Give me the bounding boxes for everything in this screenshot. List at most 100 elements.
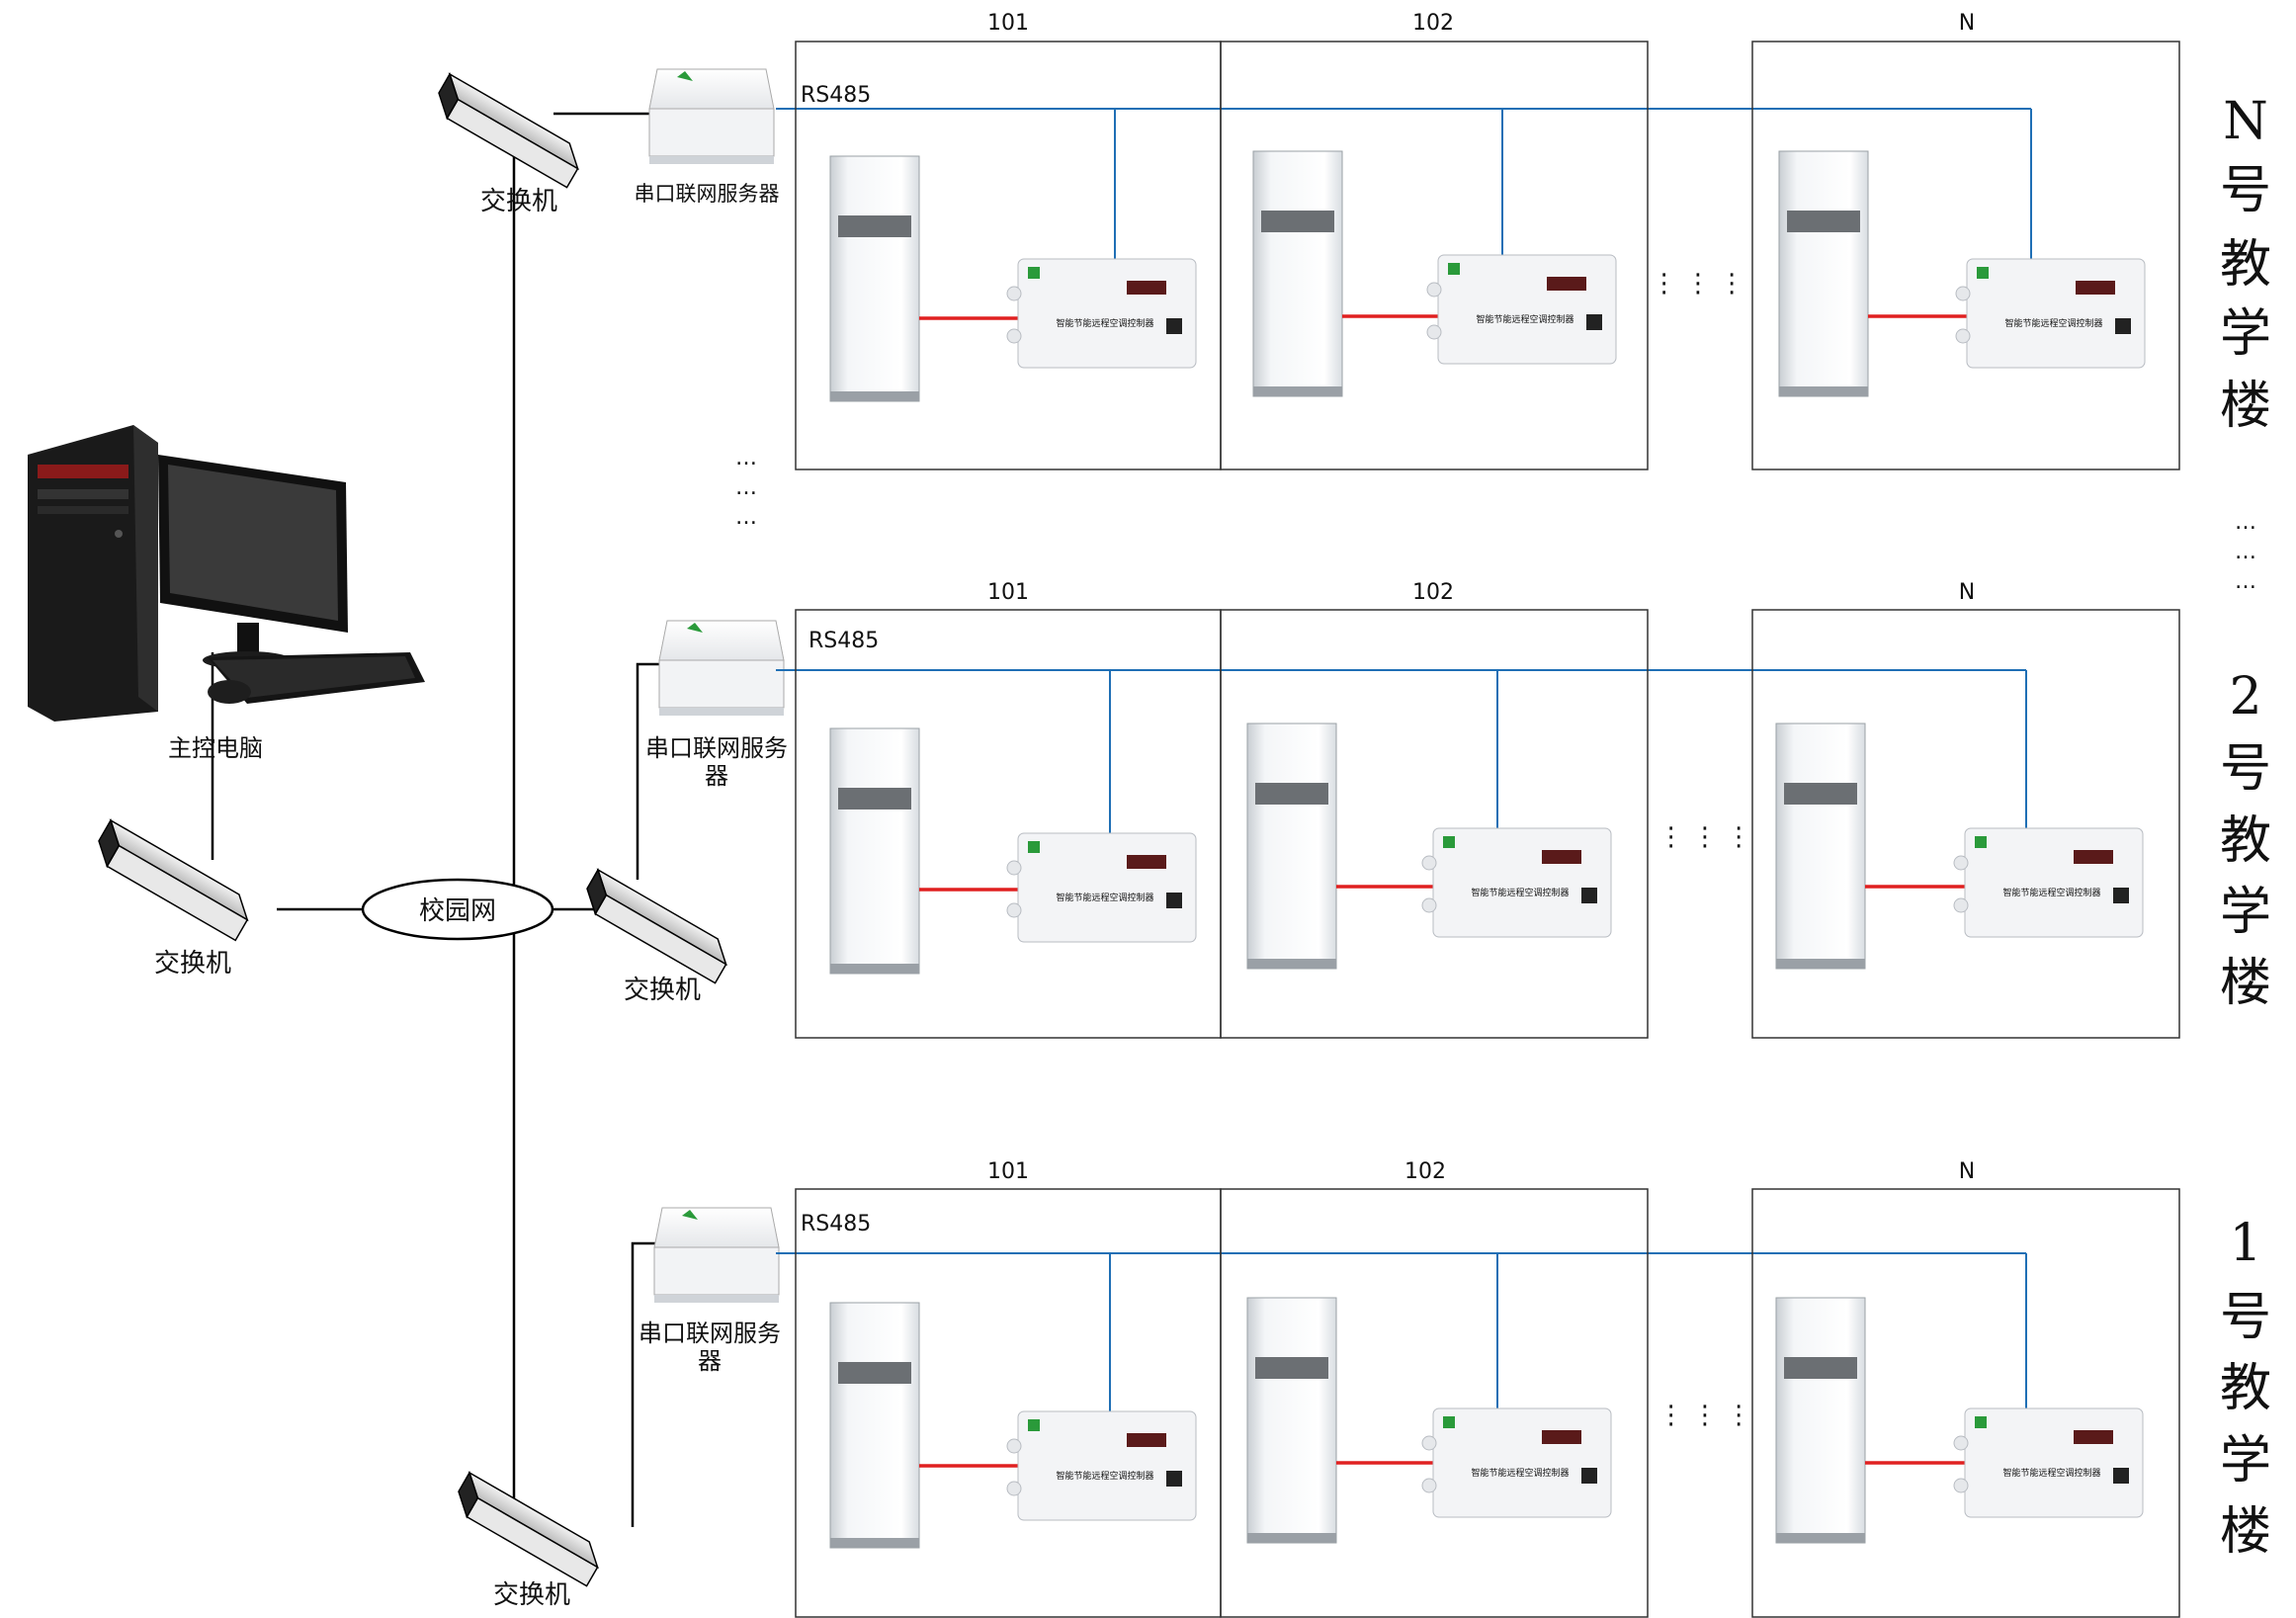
room-frame <box>1751 41 2180 470</box>
room-label: 102 <box>1404 1159 1446 1184</box>
svg-text:学: 学 <box>2220 1431 2271 1490</box>
keyboard-icon <box>208 652 425 704</box>
rs485-bus-1 <box>776 1252 2027 1411</box>
room-gap-dots: ⋮ ⋮ ⋮ <box>1658 822 1752 852</box>
ac-controller-icon: 智能节能远程空调控制器 <box>1955 258 2146 369</box>
room-frame <box>1751 1188 2180 1618</box>
serial-server-icon <box>648 68 775 164</box>
air-conditioner-icon <box>829 155 920 402</box>
switch-icon <box>586 868 727 984</box>
ac-controller-icon: 智能节能远程空调控制器 <box>1953 827 2144 938</box>
serial-server-n[interactable] <box>648 68 775 164</box>
svg-text:智能节能远程空调控制器: 智能节能远程空调控制器 <box>1056 1470 1153 1482</box>
building-1: 串口联网服务 器 RS485 101 102 N 智能节能远程空调控制 <box>638 1159 2271 1618</box>
switch-top[interactable] <box>430 72 587 189</box>
room-frame <box>1751 609 2180 1039</box>
serial-server-n-label: 串口联网服务器 <box>635 182 780 206</box>
monitor-icon <box>158 455 348 669</box>
room-frame <box>1220 609 1649 1039</box>
svg-text:1: 1 <box>2229 1214 2261 1273</box>
svg-text:学: 学 <box>2220 883 2271 942</box>
switch-middle[interactable] <box>578 868 735 984</box>
svg-text:楼: 楼 <box>2220 954 2271 1013</box>
campus-network-ellipse <box>361 878 554 941</box>
ac-controller-icon: 智能节能远程空调控制器 <box>1421 1407 1612 1518</box>
svg-text:智能节能远程空调控制器: 智能节能远程空调控制器 <box>2002 1467 2100 1479</box>
ac-controller-icon: 智能节能远程空调控制器 <box>1421 827 1612 938</box>
room-gap-dots: ⋮ ⋮ ⋮ <box>1658 1401 1752 1430</box>
svg-text:教: 教 <box>2220 1359 2271 1418</box>
serial-server-1-label: 串口联网服务 <box>638 1320 781 1347</box>
mouse-icon <box>208 680 251 704</box>
svg-text:…: … <box>2235 510 2256 535</box>
ac-controller-icon: 智能节能远程空调控制器 <box>1953 1407 2144 1518</box>
air-conditioner-icon <box>1246 723 1337 970</box>
air-conditioner-icon <box>1252 150 1343 397</box>
svg-text:号: 号 <box>2220 161 2271 220</box>
svg-text:…: … <box>735 505 757 530</box>
room-label: 102 <box>1412 11 1454 36</box>
rs485-label-n: RS485 <box>801 83 871 108</box>
svg-text:智能节能远程空调控制器: 智能节能远程空调控制器 <box>1471 1467 1569 1479</box>
room-label: N <box>1959 1159 1975 1184</box>
svg-text:智能节能远程空调控制器: 智能节能远程空调控制器 <box>1476 313 1573 325</box>
rs485-bus-2 <box>776 669 2027 833</box>
building-gap-dots-right: … … … <box>2235 510 2256 594</box>
svg-text:智能节能远程空调控制器: 智能节能远程空调控制器 <box>1056 892 1153 903</box>
switch-left[interactable] <box>90 818 256 942</box>
serial-server-2[interactable] <box>658 620 785 716</box>
serial-server-1[interactable] <box>653 1207 780 1303</box>
ac-controller-icon: 智能节能远程空调控制器 <box>1006 832 1197 943</box>
trunk-wires <box>211 112 662 1527</box>
building-label-2: 2 号 教 学 楼 <box>2220 667 2271 1013</box>
svg-text:N: N <box>2223 92 2268 151</box>
rs485-label-1: RS485 <box>801 1212 871 1236</box>
room-frame <box>1220 1188 1649 1618</box>
serial-server-2-label: 串口联网服务 <box>645 734 788 762</box>
building-gap-dots-left: … … … <box>735 446 757 530</box>
svg-text:…: … <box>735 446 757 470</box>
svg-text:楼: 楼 <box>2220 1502 2271 1562</box>
campus-network[interactable]: 校园网 <box>361 878 554 941</box>
svg-text:教: 教 <box>2220 235 2271 295</box>
switch-bottom[interactable] <box>450 1471 607 1587</box>
svg-text:教: 教 <box>2220 811 2271 871</box>
air-conditioner-icon <box>829 727 920 975</box>
room-gap-dots: ⋮ ⋮ ⋮ <box>1652 269 1745 298</box>
room-frame <box>1220 41 1649 470</box>
building-n: 串口联网服务器 RS485 101 102 N <box>635 11 2271 470</box>
air-conditioner-icon <box>1246 1297 1337 1544</box>
switch-icon <box>458 1471 599 1587</box>
ac-controller-icon: 智能节能远程空调控制器 <box>1426 254 1617 365</box>
air-conditioner-icon <box>1775 1297 1866 1544</box>
svg-text:楼: 楼 <box>2220 377 2271 436</box>
main-computer-label: 主控电脑 <box>168 734 263 762</box>
room-label: N <box>1959 580 1975 605</box>
ac-controller-icon: 智能节能远程空调控制器 <box>1006 1410 1197 1521</box>
rs485-bus-n <box>776 108 2032 259</box>
room-label: 102 <box>1412 580 1454 605</box>
serial-server-2-label-2: 器 <box>705 762 728 790</box>
switch-icon <box>98 818 249 942</box>
svg-text:…: … <box>2235 569 2256 594</box>
building-label-n: N 号 教 学 楼 <box>2220 92 2271 436</box>
main-computer[interactable]: 主控电脑 <box>28 425 425 762</box>
air-conditioner-icon <box>1775 723 1866 970</box>
switch-top-label: 交换机 <box>480 187 557 216</box>
air-conditioner-icon <box>1778 150 1869 397</box>
svg-text:号: 号 <box>2220 739 2271 799</box>
svg-text:智能节能远程空调控制器: 智能节能远程空调控制器 <box>2004 317 2102 329</box>
svg-text:2: 2 <box>2229 667 2261 726</box>
svg-text:学: 学 <box>2220 304 2271 364</box>
svg-text:智能节能远程空调控制器: 智能节能远程空调控制器 <box>1056 317 1153 329</box>
svg-text:智能节能远程空调控制器: 智能节能远程空调控制器 <box>2002 887 2100 898</box>
switch-left-label: 交换机 <box>154 949 231 979</box>
air-conditioner-icon <box>829 1302 920 1549</box>
serial-server-icon <box>658 620 785 716</box>
switch-bottom-label: 交换机 <box>493 1580 570 1610</box>
campus-network-label: 校园网 <box>419 896 496 926</box>
ac-controller-icon: 智能节能远程空调控制器 <box>1006 258 1197 369</box>
svg-text:…: … <box>2235 540 2256 564</box>
rs485-label-2: RS485 <box>808 629 879 653</box>
